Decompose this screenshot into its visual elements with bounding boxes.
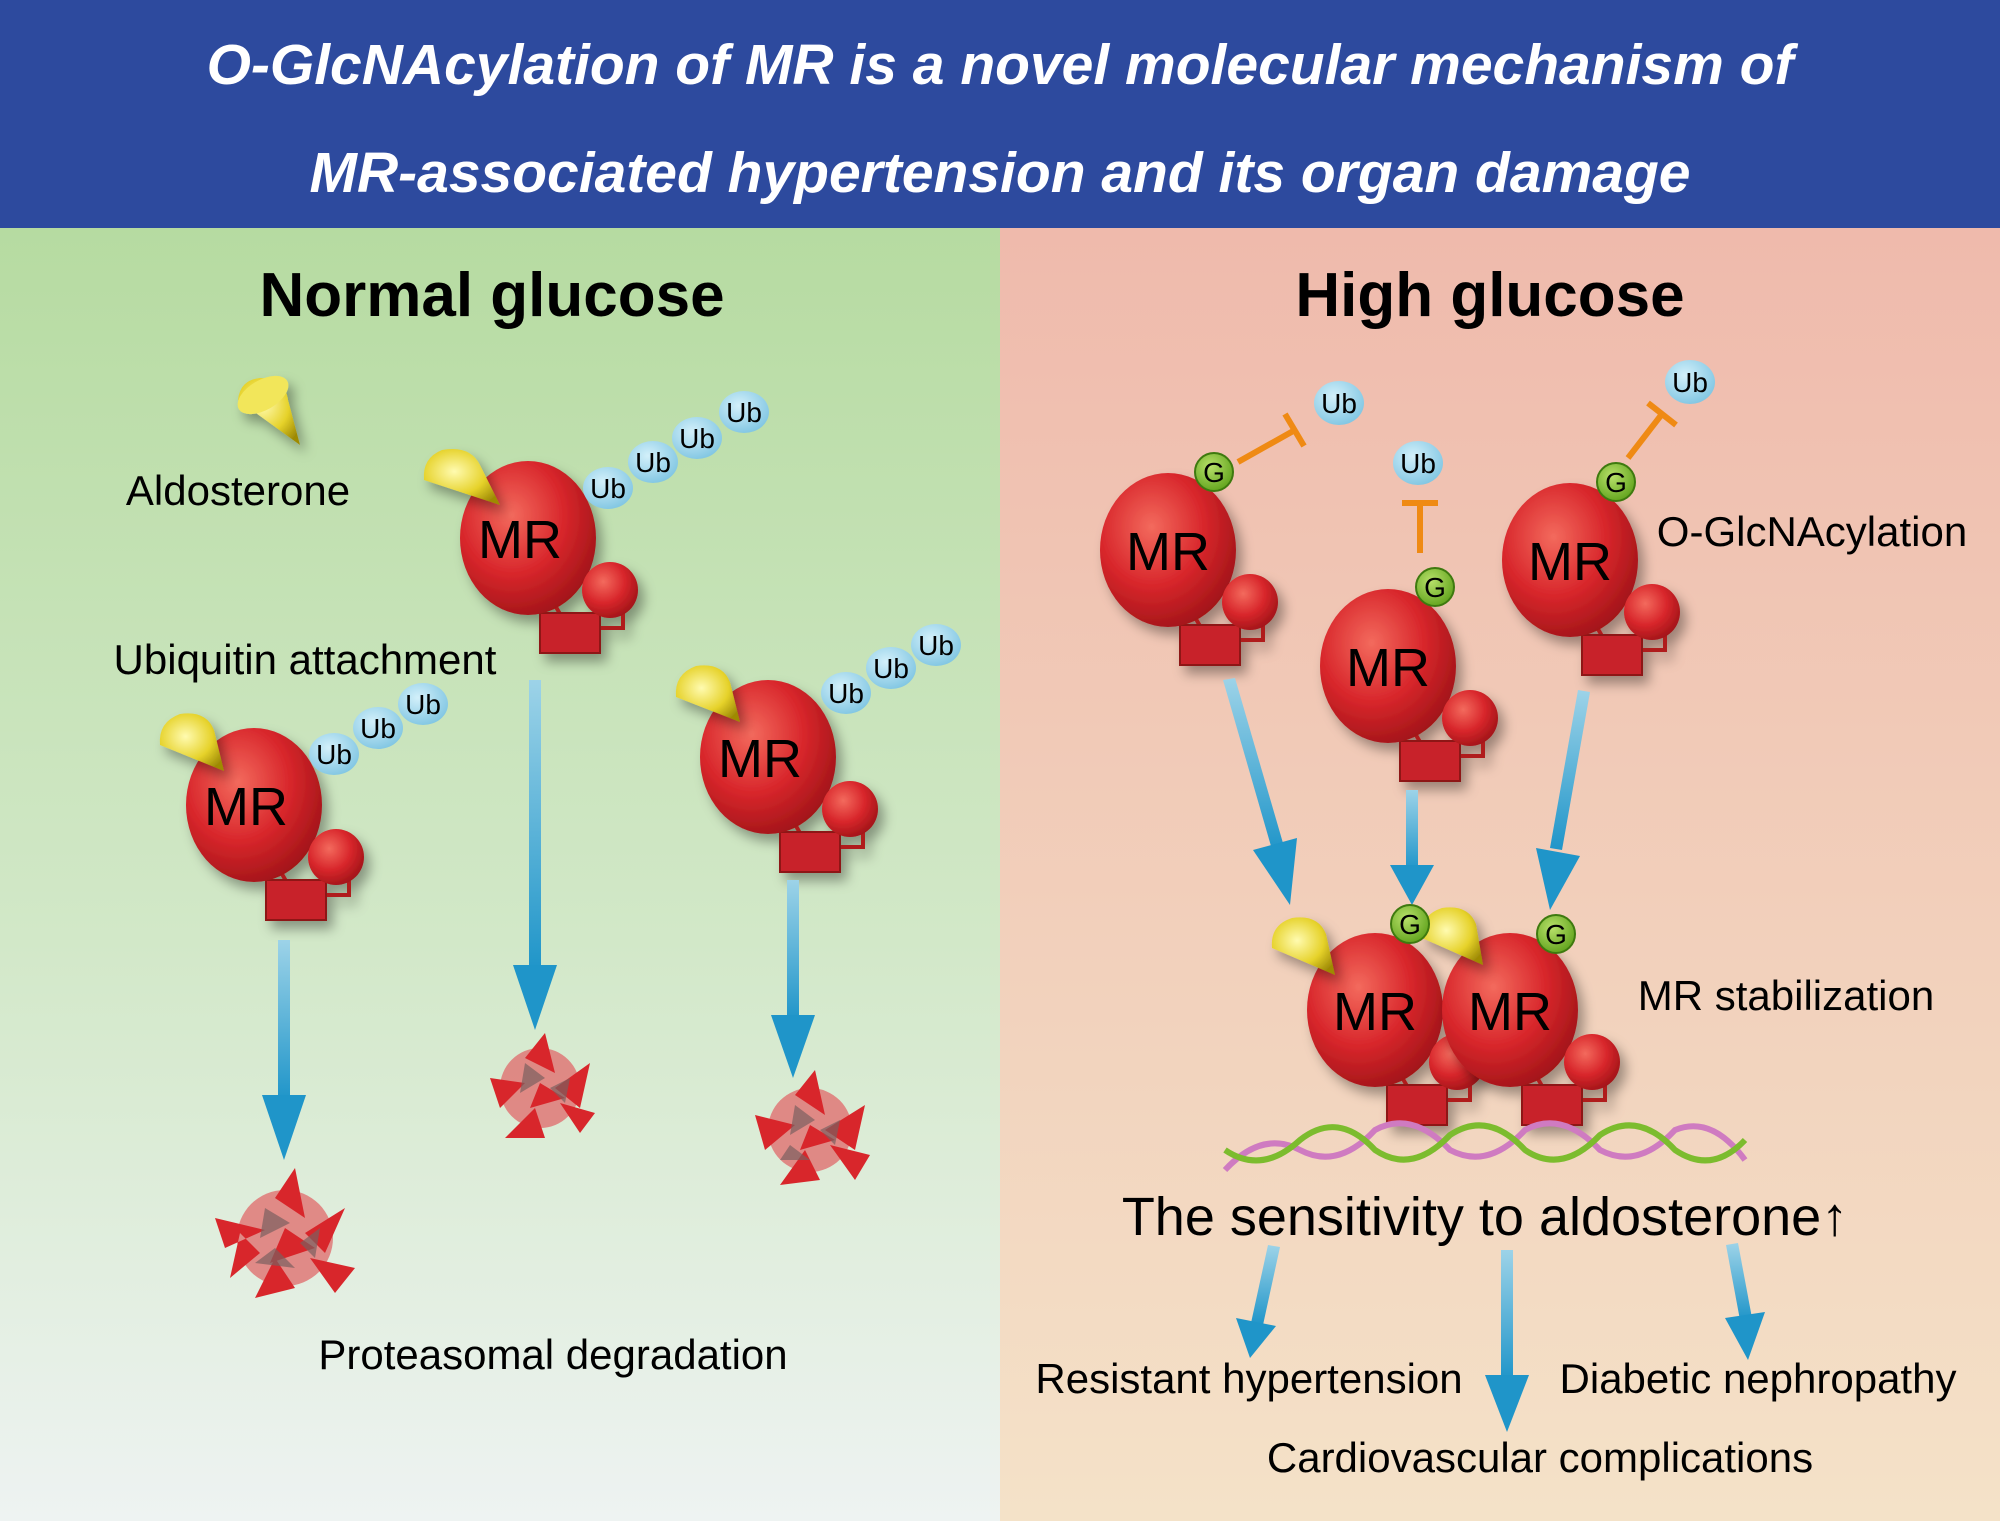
- mr-label: MR: [1333, 982, 1417, 1042]
- ub-label: Ub: [635, 447, 671, 478]
- mr-receptor-right-right: MR: [1502, 483, 1680, 676]
- mr-label: MR: [204, 777, 288, 837]
- ub-label: Ub: [1321, 388, 1357, 419]
- mr-receptor-dimer-left: MR: [1307, 933, 1485, 1126]
- right-panel-title: High glucose: [1295, 261, 1684, 330]
- ub-label: Ub: [405, 689, 441, 720]
- blocked-ubiquitin-3: Ub: [1665, 360, 1715, 404]
- g-label: G: [1399, 909, 1421, 940]
- header-banner: O-GlcNAcylation of MR is a novel molecul…: [0, 0, 2000, 228]
- ub-label: Ub: [726, 397, 762, 428]
- glcnac-tag-dimer-right: G: [1536, 914, 1576, 954]
- mr-receptor-dimer-right: MR: [1442, 933, 1620, 1126]
- ubiquitin-attachment-label: Ubiquitin attachment: [114, 636, 497, 683]
- outcome-diabetic-nephropathy: Diabetic nephropathy: [1560, 1355, 1957, 1402]
- proteasomal-degradation-label: Proteasomal degradation: [318, 1331, 787, 1378]
- degraded-protein-fragments-2: [490, 1033, 595, 1138]
- degradation-arrow-2: [513, 680, 557, 1030]
- mr-label: MR: [718, 729, 802, 789]
- degradation-arrow-1: [262, 940, 306, 1160]
- aldosterone-legend-icon: [237, 375, 300, 445]
- degraded-protein-fragments-1: [215, 1168, 355, 1298]
- aldosterone-cone-left-top: [423, 449, 500, 505]
- aldosterone-cone-left-bottom: [159, 713, 224, 771]
- g-label: G: [1605, 467, 1627, 498]
- aldosterone-label: Aldosterone: [126, 467, 350, 514]
- degradation-arrow-3: [771, 880, 815, 1078]
- g-label: G: [1203, 457, 1225, 488]
- stabilization-arrow-right: [1536, 690, 1590, 910]
- ub-label: Ub: [360, 713, 396, 744]
- ubiquitin-block-inhibitor-1: [1236, 412, 1307, 465]
- aldosterone-cone-left-right: [675, 665, 740, 722]
- ub-label: Ub: [918, 630, 954, 661]
- header-title-line-1: O-GlcNAcylation of MR is a novel molecul…: [207, 33, 1799, 97]
- mr-label: MR: [1346, 638, 1430, 698]
- ub-label: Ub: [316, 739, 352, 770]
- aldosterone-cone-dimer-left: [1271, 917, 1335, 975]
- g-label: G: [1424, 572, 1446, 603]
- mr-label: MR: [1126, 522, 1210, 582]
- glcnac-tag-right-left: G: [1194, 452, 1234, 492]
- ub-label: Ub: [1672, 367, 1708, 398]
- header-title-line-2: MR-associated hypertension and its organ…: [310, 141, 1691, 205]
- outcome-resistant-hypertension: Resistant hypertension: [1035, 1355, 1462, 1402]
- ubiquitin-chain-left-right: Ub Ub Ub: [821, 624, 961, 714]
- ub-label: Ub: [679, 423, 715, 454]
- glcnac-tag-right-right: G: [1596, 462, 1636, 502]
- o-glcnacylation-label: O-GlcNAcylation: [1657, 508, 1967, 555]
- sensitivity-label: The sensitivity to aldosterone↑: [1122, 1187, 1848, 1247]
- left-panel-title: Normal glucose: [259, 261, 724, 330]
- blocked-ubiquitin-1: Ub: [1314, 381, 1364, 425]
- outcome-arrow-right: [1725, 1243, 1765, 1360]
- blocked-ubiquitin-2: Ub: [1393, 441, 1443, 485]
- glcnac-tag-dimer-left: G: [1390, 904, 1430, 944]
- outcome-arrow-left: [1236, 1245, 1280, 1358]
- g-label: G: [1545, 919, 1567, 950]
- mr-label: MR: [478, 510, 562, 570]
- mr-stabilization-label: MR stabilization: [1638, 972, 1934, 1019]
- ubiquitin-block-inhibitor-3: [1625, 400, 1678, 460]
- stabilization-arrow-middle: [1390, 790, 1434, 905]
- dna-helix-icon: [1222, 1120, 1748, 1173]
- degraded-protein-fragments-3: [755, 1070, 870, 1185]
- ubiquitin-chain-left-bottom: Ub Ub Ub: [309, 683, 448, 775]
- ub-label: Ub: [828, 678, 864, 709]
- ubiquitin-block-inhibitor-2: [1402, 500, 1438, 553]
- ub-label: Ub: [873, 653, 909, 684]
- outcome-cardiovascular-complications: Cardiovascular complications: [1267, 1434, 1813, 1481]
- outcome-arrow-middle: [1485, 1250, 1529, 1432]
- mr-receptor-right-middle: MR: [1320, 589, 1498, 782]
- ub-label: Ub: [590, 473, 626, 504]
- right-panel-background: [1000, 228, 2000, 1521]
- mr-receptor-right-left: MR: [1100, 473, 1278, 666]
- mr-stabilized-dimer: MR MR G G: [1271, 904, 1620, 1126]
- aldosterone-cone-dimer-right: [1421, 907, 1483, 965]
- stabilization-arrow-left: [1223, 678, 1297, 905]
- left-panel-background: [0, 228, 1000, 1521]
- mr-label: MR: [1528, 532, 1612, 592]
- ubiquitin-chain-left-top: Ub Ub Ub Ub: [583, 391, 769, 509]
- glcnac-tag-right-middle: G: [1415, 567, 1455, 607]
- ub-label: Ub: [1400, 448, 1436, 479]
- mr-label: MR: [1468, 982, 1552, 1042]
